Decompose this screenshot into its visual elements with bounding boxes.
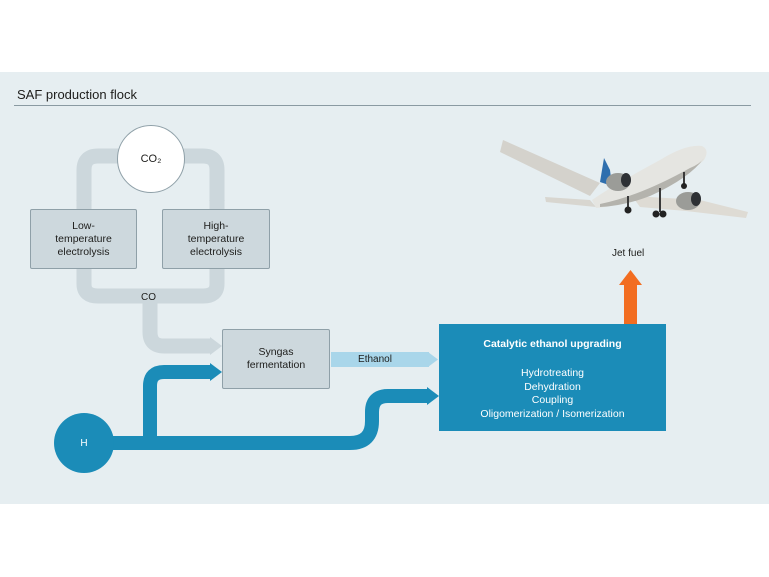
co-to-syngas: [142, 296, 212, 354]
high-temp-line-3: electrolysis: [190, 245, 242, 258]
catalytic-ethanol-upgrading-box: Catalytic ethanol upgrading Hydrotreatin…: [439, 324, 666, 431]
h-to-upgrading-arrowhead: [427, 387, 439, 405]
high-temp-line-2: temperature: [187, 232, 245, 245]
ethanol-label: Ethanol: [358, 354, 392, 365]
co-label: CO: [141, 292, 156, 303]
airplane-wheel-3: [659, 210, 667, 218]
ethanol-arrow-shaft: [331, 352, 429, 367]
ethanol-arrowhead: [428, 352, 438, 367]
airplane-tailplane: [545, 197, 596, 207]
jet-fuel-arrowhead: [619, 270, 642, 285]
loop-arrowhead-left: [76, 200, 92, 210]
hydrogen-pipes: [110, 365, 428, 450]
loop-arrowhead-right: [209, 200, 225, 210]
page-title: SAF production flock: [17, 87, 137, 102]
upgrading-heading: Catalytic ethanol upgrading: [483, 338, 622, 350]
hydrogen-node: H: [54, 413, 114, 473]
loop-left-top: [76, 148, 122, 209]
airplane-wheel-2: [652, 210, 660, 218]
upgrading-step: Oligomerization / Isomerization: [480, 407, 625, 420]
loop-right-top: [181, 148, 225, 209]
low-temp-line-3: electrolysis: [57, 245, 110, 258]
co2-node: CO₂: [117, 125, 185, 193]
syngas-fermentation-box: Syngas fermentation: [222, 329, 330, 389]
h-to-syngas: [143, 365, 212, 443]
title-divider: [14, 105, 751, 106]
airplane-belly: [600, 158, 704, 207]
syngas-line-2: fermentation: [246, 359, 306, 371]
upgrading-steps: Hydrotreating Dehydration Coupling Oligo…: [439, 367, 666, 421]
low-temperature-electrolysis-box: Low- temperature electrolysis: [30, 209, 137, 269]
upgrading-step: Hydrotreating: [520, 367, 585, 379]
upgrading-step: Coupling: [531, 394, 574, 406]
co-arrowhead: [210, 337, 222, 355]
airplane-engine-left-intake: [621, 173, 631, 187]
syngas-line-1: Syngas: [258, 346, 294, 358]
co2-co-loop: [76, 148, 225, 354]
airplane-far-wing: [500, 140, 600, 196]
airplane-wheel-1: [624, 206, 632, 214]
jet-fuel-label: Jet fuel: [612, 248, 645, 259]
airplane-engine-right-intake: [691, 192, 701, 206]
high-temp-line-1: High-: [203, 219, 229, 232]
h-trunk: [110, 389, 428, 450]
airplane-fuselage: [592, 145, 707, 208]
h-to-syngas-arrowhead: [210, 363, 222, 381]
low-temp-line-2: temperature: [55, 232, 112, 245]
high-temperature-electrolysis-box: High- temperature electrolysis: [162, 209, 270, 269]
low-temp-line-1: Low-: [72, 219, 95, 232]
upgrading-step: Dehydration: [524, 380, 581, 393]
jet-fuel-arrow-shaft: [624, 285, 637, 325]
airplane-wheel-4: [681, 183, 687, 189]
airplane-icon: [500, 140, 748, 218]
